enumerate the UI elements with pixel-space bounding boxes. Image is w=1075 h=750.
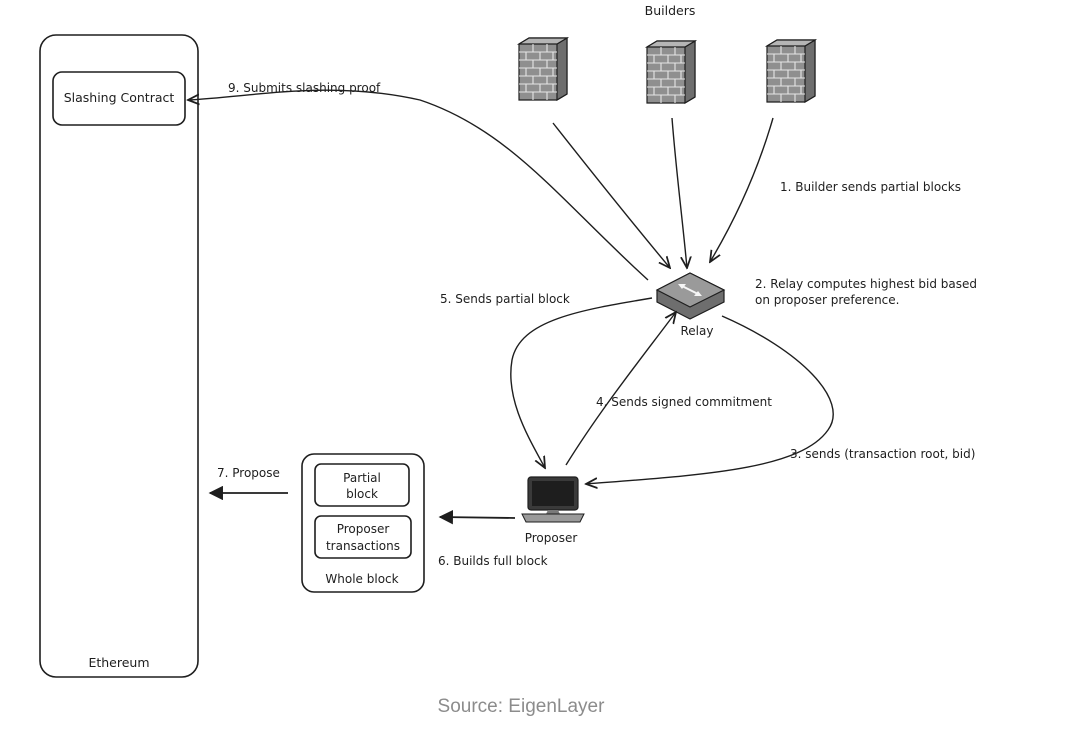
builder3-to-relay-arrow	[710, 117, 774, 262]
relay-label: Relay	[681, 324, 714, 338]
brick-wall-icon	[646, 40, 696, 104]
proposer-transactions-label-line1: Proposer	[337, 522, 390, 536]
whole-block-box	[301, 453, 425, 593]
brick-wall-icon	[766, 39, 816, 103]
step6-label: 6. Builds full block	[438, 554, 548, 568]
brick-wall-icon	[518, 37, 568, 101]
builders-label: Builders	[645, 3, 696, 18]
proposer-label: Proposer	[525, 531, 578, 545]
router-icon	[655, 272, 726, 320]
builds-full-block-arrow	[438, 509, 516, 525]
source-caption: Source: EigenLayer	[438, 696, 606, 717]
transaction-root-bid-arrow	[586, 315, 834, 484]
slashing-contract-box	[52, 71, 186, 126]
slashing-proof-arrow	[188, 89, 649, 281]
step9-label: 9. Submits slashing proof	[228, 81, 381, 95]
step7-label: 7. Propose	[217, 466, 280, 480]
step2-label-line2: on proposer preference.	[755, 293, 899, 307]
builder2-to-relay-arrow	[671, 117, 687, 268]
ethereum-box	[39, 34, 199, 678]
proposer-transactions-label-line2: transactions	[326, 539, 400, 553]
step5-label: 5. Sends partial block	[440, 292, 570, 306]
step3-label: 3. sends (transaction root, bid)	[790, 447, 975, 461]
computer-icon	[521, 476, 585, 523]
builder1-to-relay-arrow	[552, 122, 670, 268]
partial-block-box	[314, 463, 410, 507]
step1-label: 1. Builder sends partial blocks	[780, 180, 961, 194]
ethereum-label: Ethereum	[88, 655, 149, 670]
step4-label: 4. Sends signed commitment	[596, 395, 772, 409]
partial-block-label-line1: Partial	[343, 471, 381, 485]
slashing-contract-label: Slashing Contract	[64, 90, 175, 105]
signed-commitment-arrow	[565, 312, 676, 466]
step2-label-line1: 2. Relay computes highest bid based	[755, 277, 977, 291]
partial-block-arrow	[510, 297, 653, 468]
proposer-transactions-box	[314, 515, 412, 559]
partial-block-label-line2: block	[346, 487, 378, 501]
whole-block-label: Whole block	[325, 572, 398, 586]
